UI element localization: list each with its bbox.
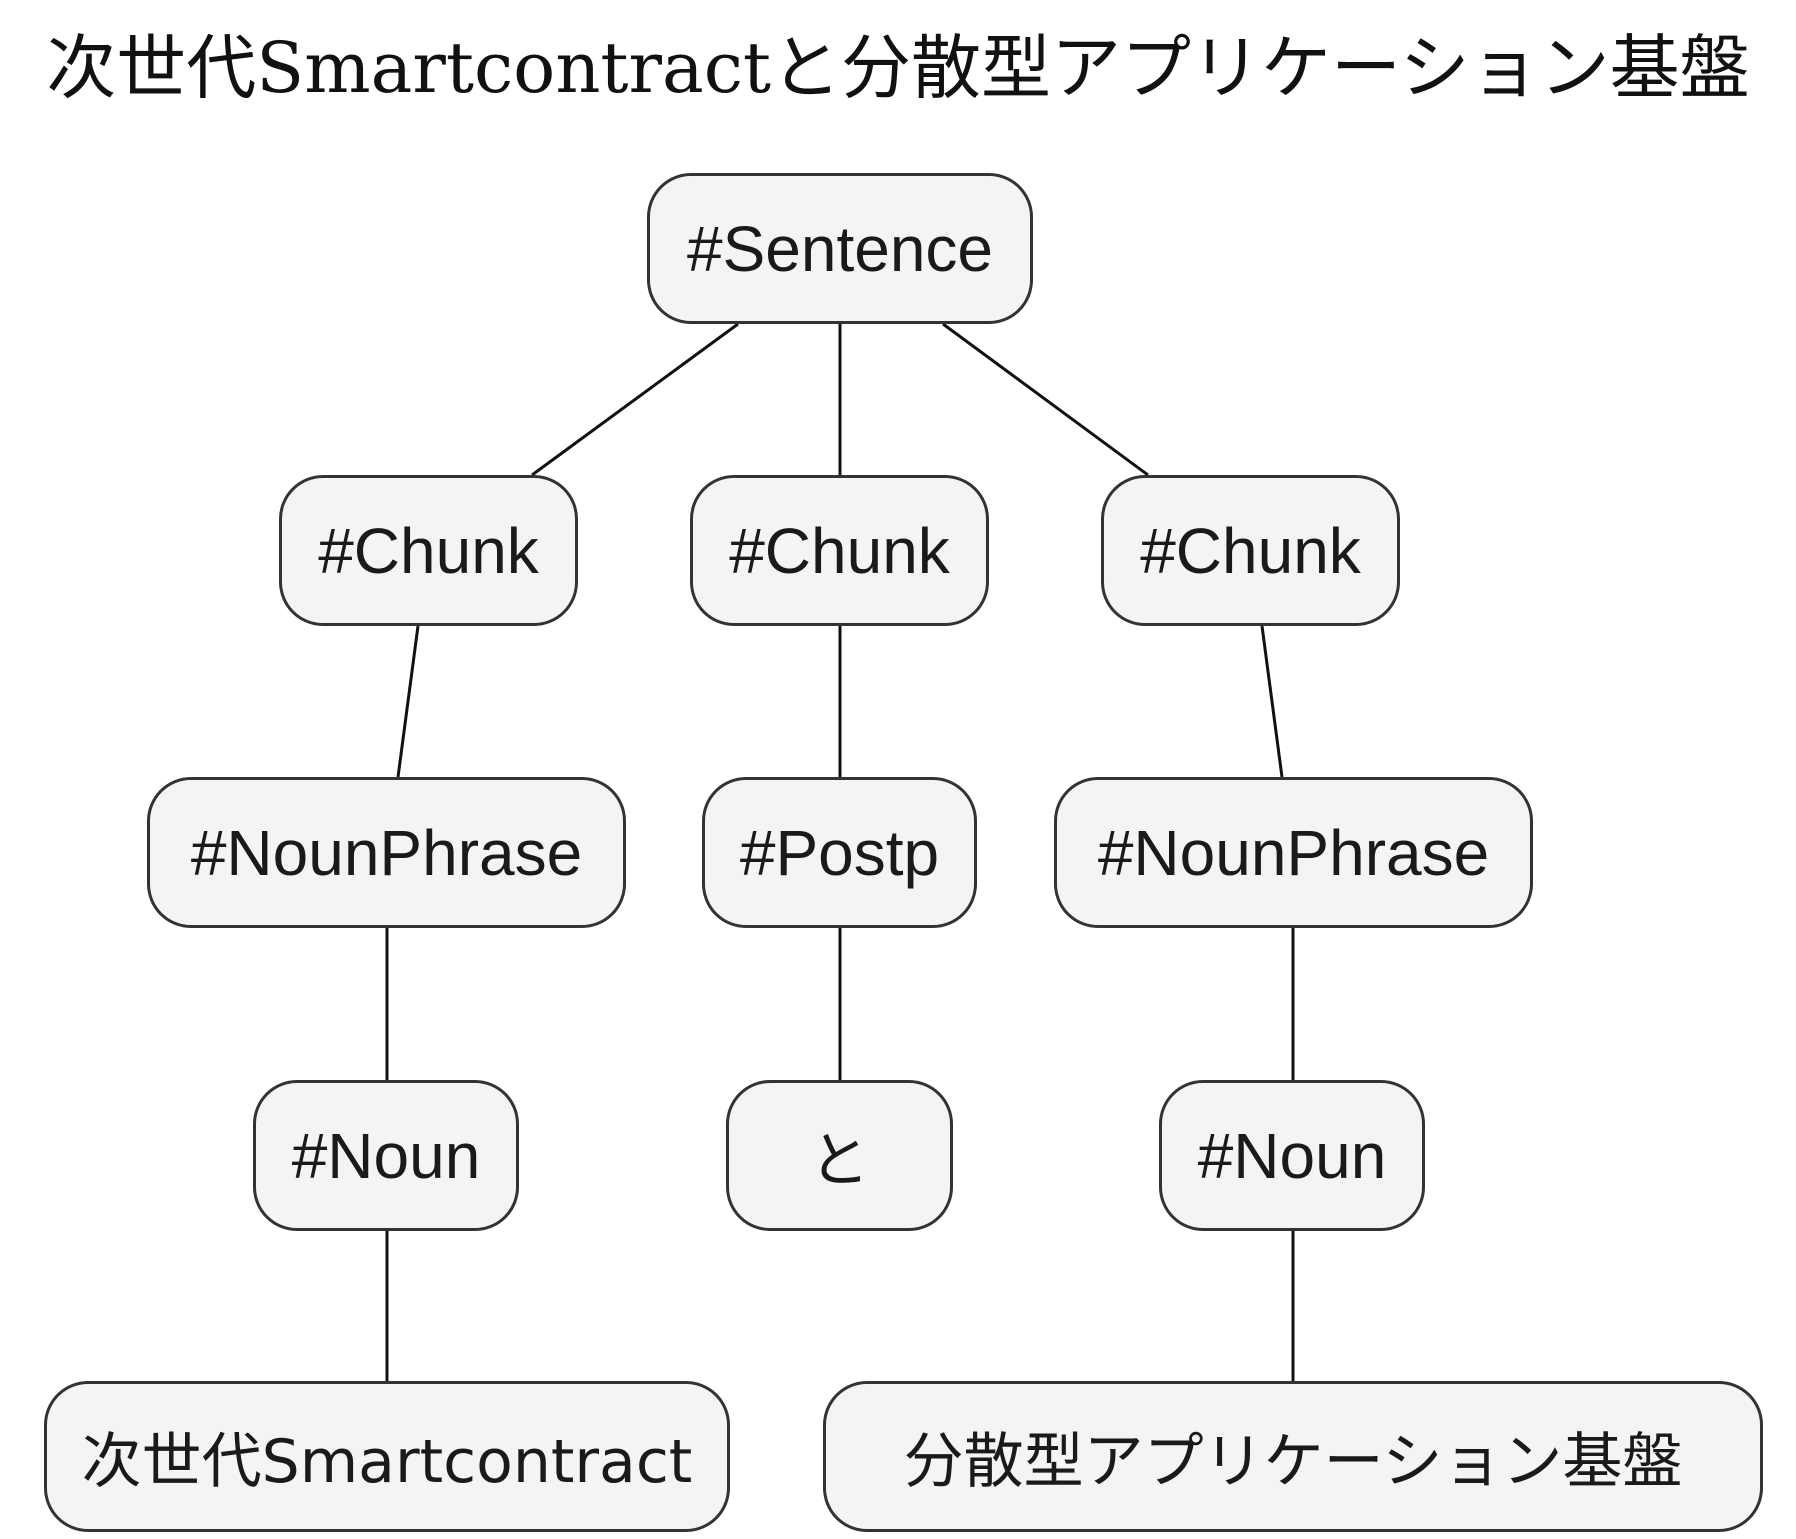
node-sentence: #Sentence [647, 173, 1033, 324]
node-noun-1: #Noun [253, 1080, 519, 1231]
edge-sentence-chunk1 [531, 322, 739, 477]
node-leaf-1: 次世代Smartcontract [44, 1381, 730, 1532]
node-leaf-2: 分散型アプリケーション基盤 [823, 1381, 1763, 1532]
node-noun-phrase-1: #NounPhrase [147, 777, 626, 928]
diagram-title: 次世代Smartcontractと分散型アプリケーション基盤 [46, 27, 1750, 109]
node-noun-2: #Noun [1159, 1080, 1425, 1231]
node-leaf-to: と [726, 1080, 953, 1231]
edge-chunk3-nounphrase2 [1260, 625, 1284, 778]
node-chunk-3: #Chunk [1101, 475, 1400, 626]
node-postp: #Postp [702, 777, 977, 928]
node-chunk-1: #Chunk [279, 475, 578, 626]
node-chunk-2: #Chunk [690, 475, 989, 626]
edge-sentence-chunk3 [942, 322, 1149, 477]
node-noun-phrase-2: #NounPhrase [1054, 777, 1533, 928]
edge-chunk1-nounphrase1 [396, 625, 420, 778]
